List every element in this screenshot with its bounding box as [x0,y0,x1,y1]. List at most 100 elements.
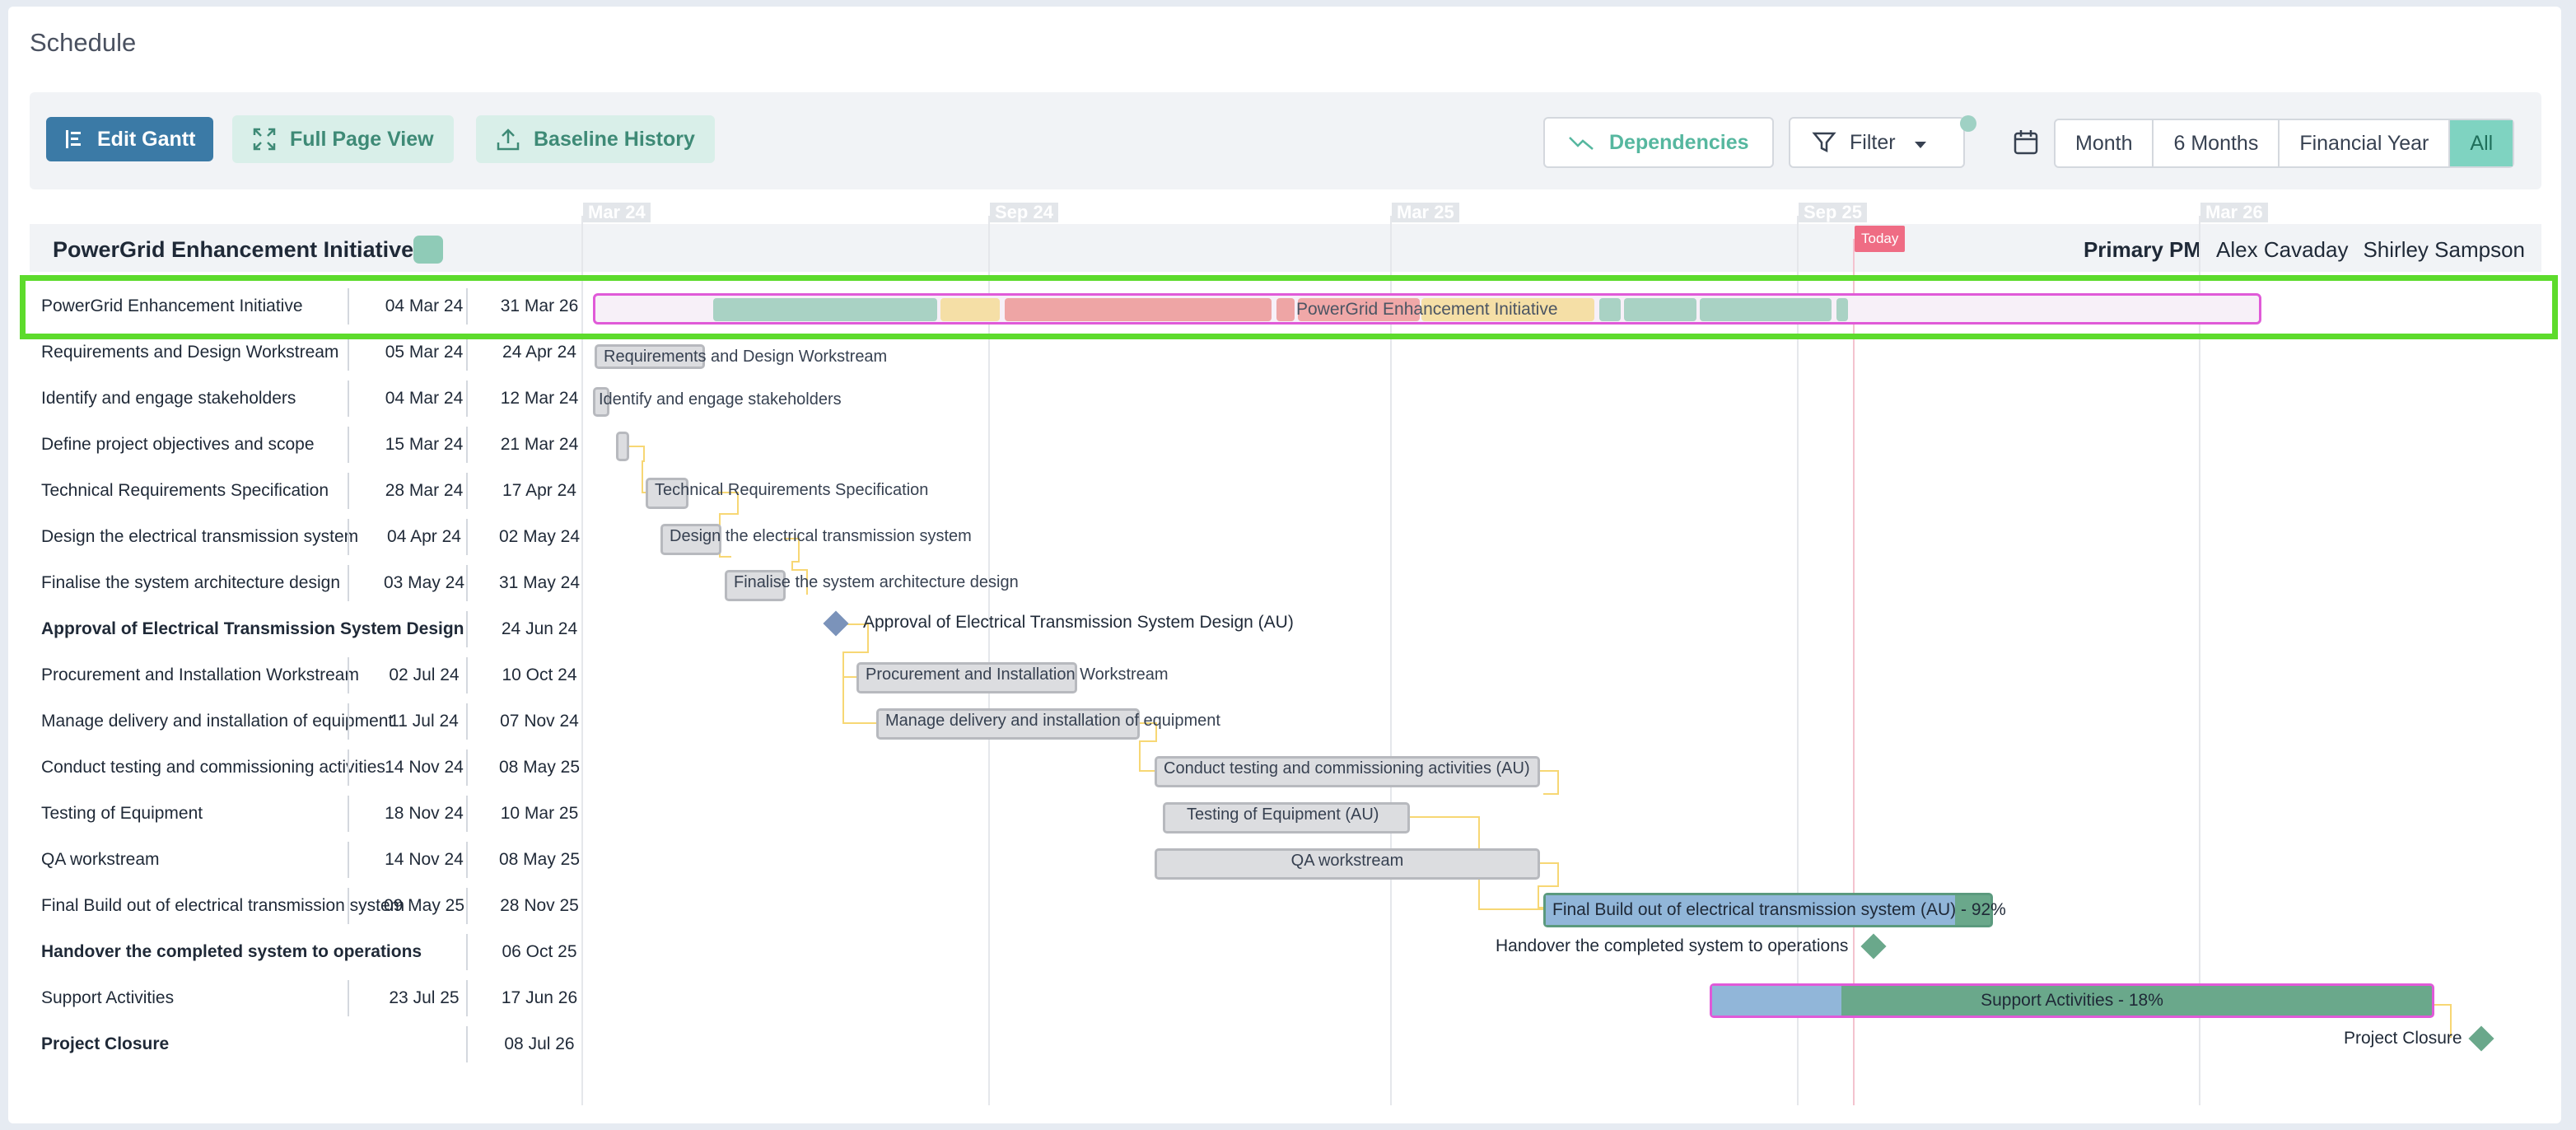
column-separator [348,657,349,693]
summary-segment [940,298,1000,321]
full-page-view-label: Full Page View [290,127,434,151]
gantt-bar-conduct[interactable]: Conduct testing and commissioning activi… [1155,756,1540,787]
range-selector: Month 6 Months Financial Year All [2054,119,2515,168]
gridline [581,216,583,1105]
column-separator [348,980,349,1016]
column-separator [466,749,468,786]
gridline [2199,216,2200,1105]
column-separator [466,842,468,878]
project-people: Primary PM Alex Cavaday Shirley Sampson [2084,237,2525,263]
range-all[interactable]: All [2450,120,2513,166]
summary-segment [1700,298,1832,321]
axis-tick-sep-24: Sep 24 [990,203,1058,222]
column-separator [348,565,349,601]
dependencies-icon [1568,134,1596,151]
gantt-bar-procurement[interactable]: Procurement and Installation Workstream [856,662,1169,693]
task-row[interactable]: Conduct testing and commissioning activi… [41,758,581,777]
gridline [1797,216,1799,1105]
axis-tick-mar-25: Mar 25 [1392,203,1459,222]
summary-segment [1421,298,1594,321]
column-separator [348,473,349,509]
column-separator [466,934,468,970]
gantt-bar-manage[interactable]: Manage delivery and installation of equi… [876,708,1220,740]
column-separator [466,334,468,371]
milestone-closure-label: Project Closure [2344,1029,2462,1048]
gantt-bar-qa[interactable]: QA workstream [1155,848,1540,880]
gantt-bar-objectives[interactable] [616,432,629,461]
summary-segment [1005,298,1272,321]
gantt-bar-stakeholders[interactable]: Identify and engage stakeholders [593,387,842,417]
gantt-icon [64,128,84,150]
chevron-down-icon [1914,131,1927,155]
column-separator [466,565,468,601]
range-6-months[interactable]: 6 Months [2154,120,2280,166]
toolbar: Edit Gantt Full Page View Baseline Histo… [30,92,2541,189]
column-separator [348,749,349,786]
primary-pm-label: Primary PM [2083,237,2202,262]
column-separator [348,519,349,555]
column-separator [466,519,468,555]
today-marker: Today [1855,226,1906,252]
axis-tick-sep-25: Sep 25 [1799,203,1867,222]
range-month[interactable]: Month [2056,120,2154,166]
column-separator [466,427,468,463]
calendar-icon [2013,128,2039,161]
gantt-bar-requirements[interactable]: Requirements and Design Workstream [595,344,887,369]
column-separator [466,980,468,1016]
task-row[interactable]: Final Build out of electrical transmissi… [41,896,579,915]
dependencies-button[interactable]: Dependencies [1543,117,1774,168]
gantt-bar-technical[interactable]: Technical Requirements Specification [646,478,928,509]
filter-indicator-dot [1960,115,1976,132]
column-separator [466,657,468,693]
baseline-history-button[interactable]: Baseline History [476,115,715,163]
edit-gantt-label: Edit Gantt [97,127,196,151]
gantt-bar-finalise[interactable]: Finalise the system architecture design [725,570,1019,601]
column-separator [466,1026,468,1062]
column-separator [466,381,468,417]
milestone-handover-label: Handover the completed system to operati… [1496,936,1849,955]
column-separator [348,842,349,878]
summary-segment [713,298,937,321]
page-title: Schedule [30,28,137,57]
column-separator [348,888,349,924]
progress-fill [1546,895,1955,925]
milestone-row[interactable]: Handover the completed system to operati… [41,942,577,961]
column-separator [348,427,349,463]
milestone-row[interactable]: Approval of Electrical Transmission Syst… [41,619,578,638]
column-separator [466,288,468,325]
gridline [988,216,990,1105]
summary-segment [1836,298,1848,321]
gantt-bar-support[interactable]: Support Activities - 18% [1710,983,2434,1018]
filter-label: Filter [1850,130,1896,154]
row-highlight-outline [20,275,2558,339]
edit-gantt-button[interactable]: Edit Gantt [46,117,214,161]
range-financial-year[interactable]: Financial Year [2280,120,2451,166]
column-separator [466,703,468,740]
summary-segment [1298,298,1420,321]
task-row[interactable]: Manage delivery and installation of equi… [41,712,579,731]
column-separator [348,796,349,832]
project-color-swatch[interactable] [413,236,443,264]
gantt-bar-testing[interactable]: Testing of Equipment (AU) [1163,802,1410,833]
task-row[interactable]: Design the electrical transmission syste… [41,527,581,546]
column-separator [348,703,349,740]
summary-segment [1624,298,1696,321]
gantt-bar-design[interactable]: Design the electrical transmission syste… [660,524,972,555]
baseline-history-label: Baseline History [534,127,695,151]
column-separator [348,288,349,325]
gantt-bar-final-build[interactable]: Final Build out of electrical transmissi… [1543,893,2006,927]
today-line [1853,239,1855,1105]
filter-dropdown[interactable]: Filter [1789,117,1965,168]
full-page-view-button[interactable]: Full Page View [232,115,454,163]
